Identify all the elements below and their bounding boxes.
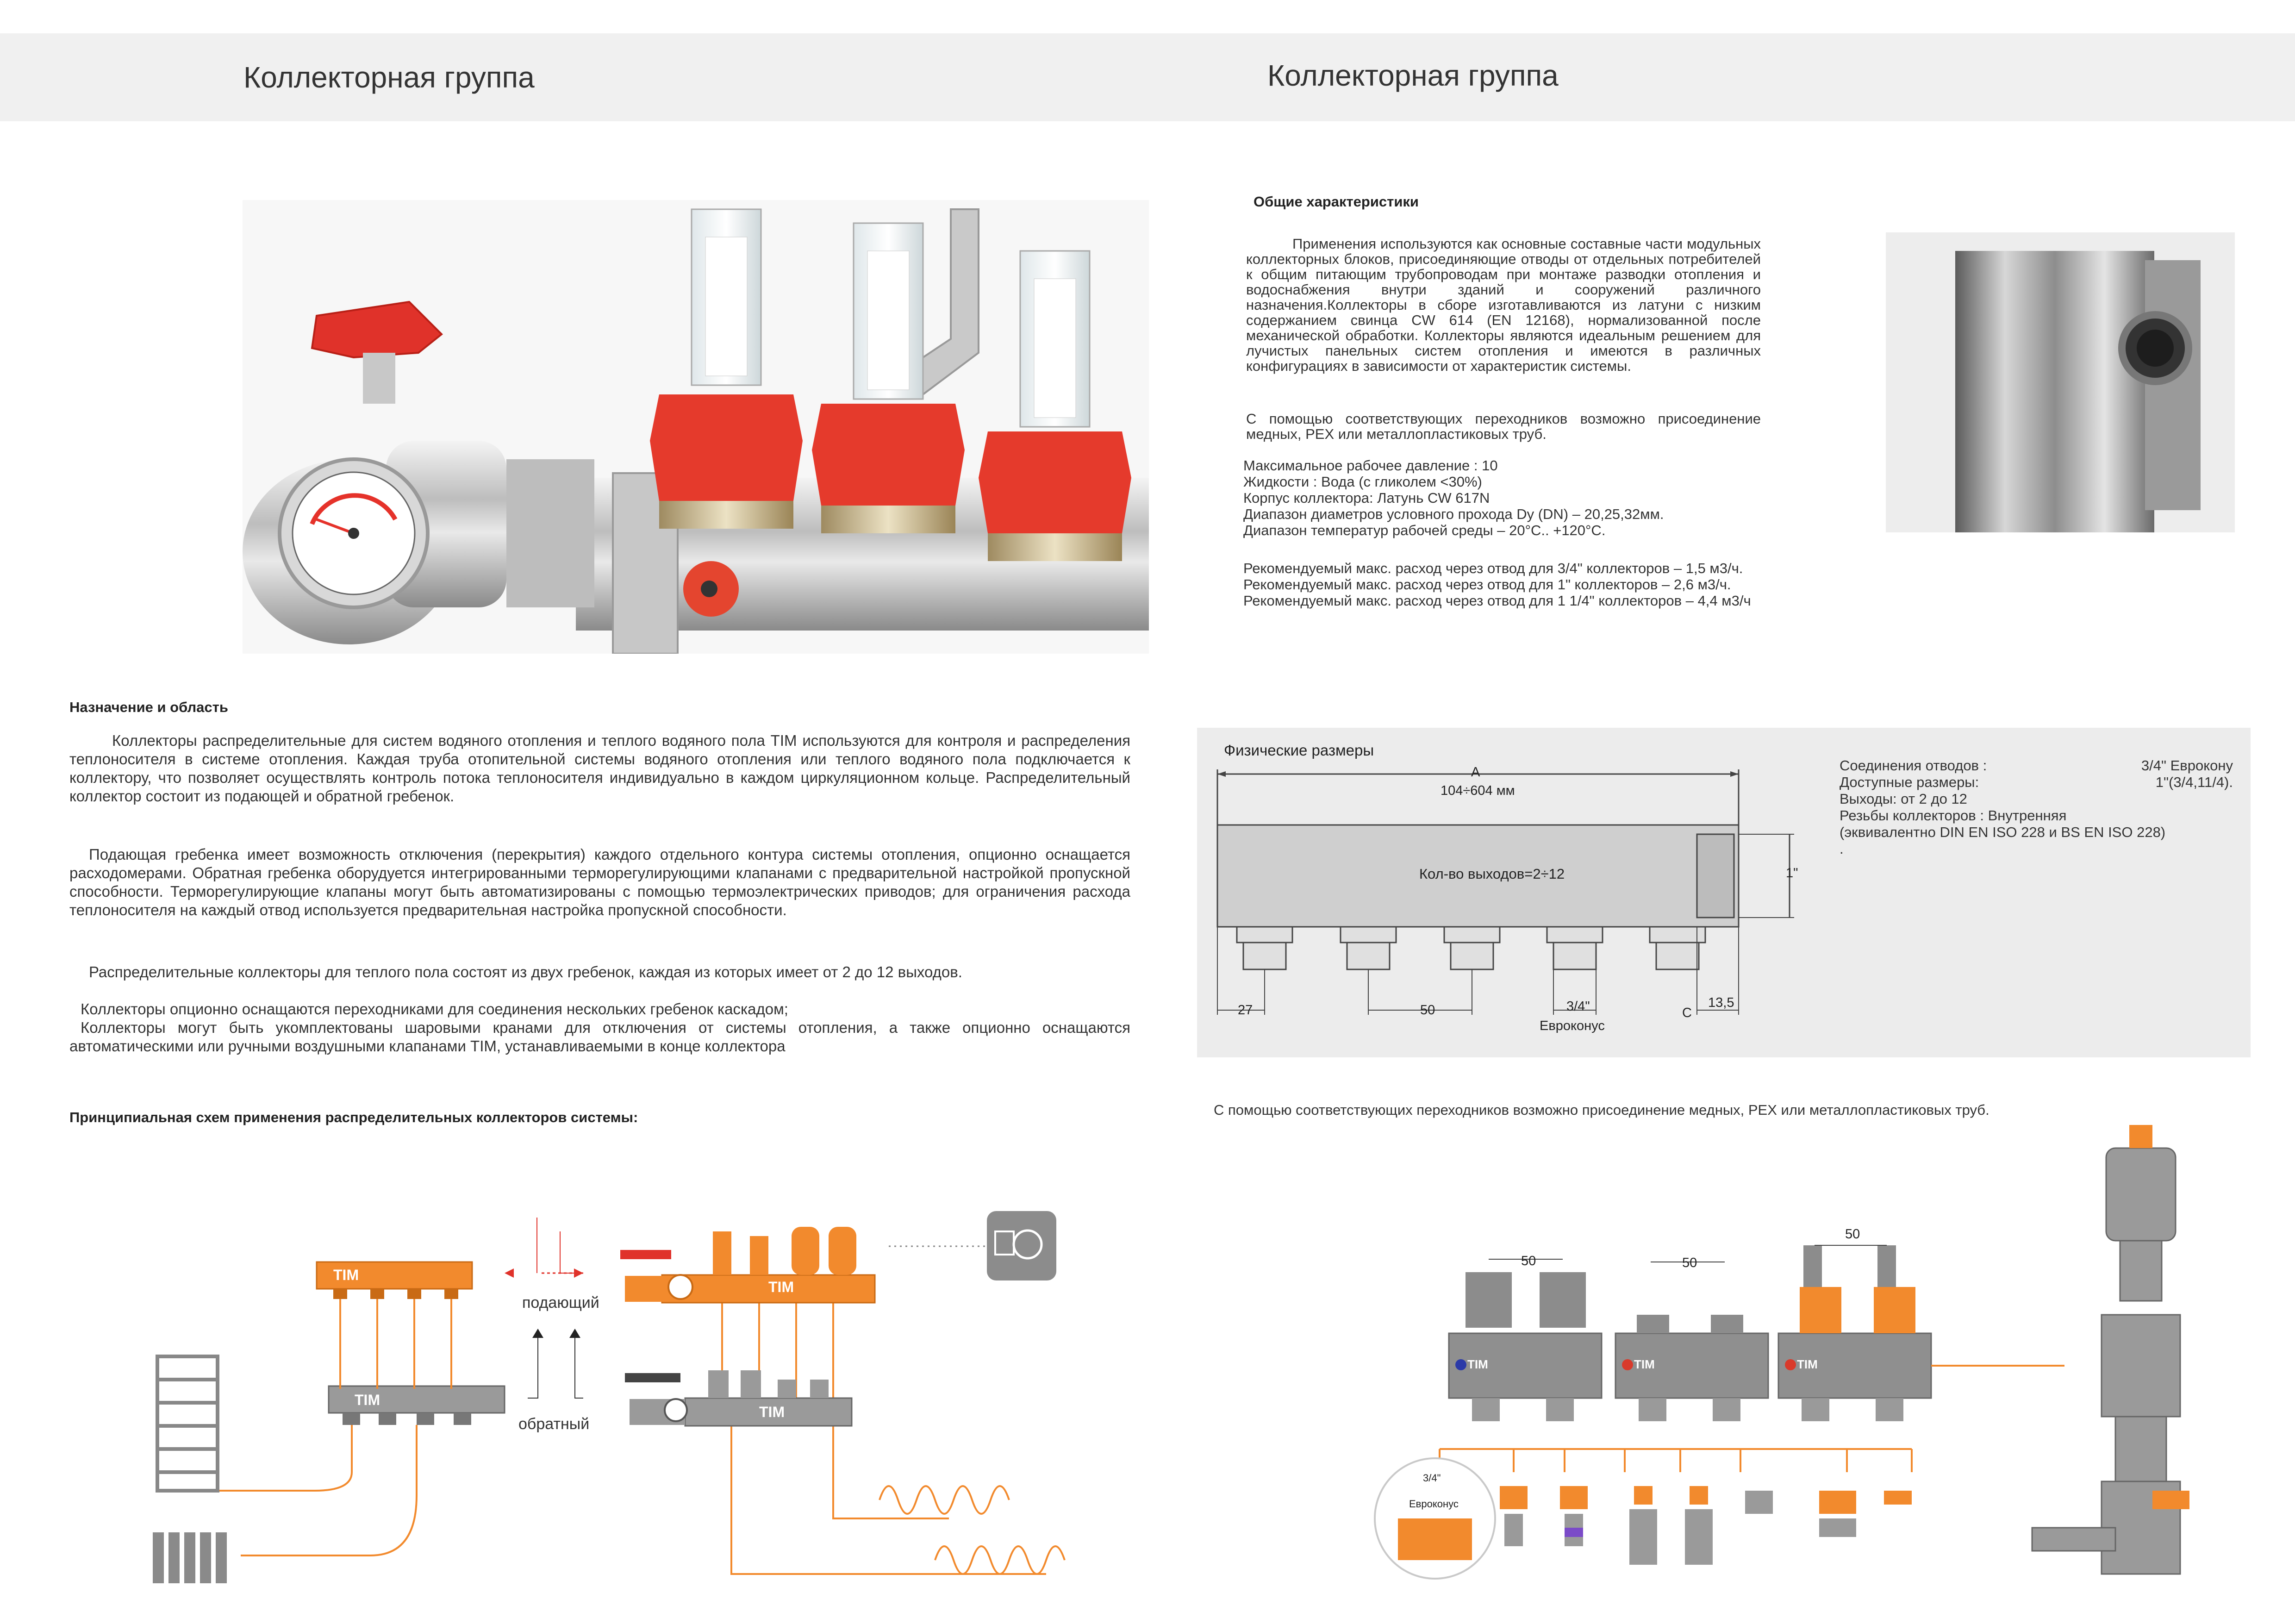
scheme-tim-supply: TIM: [768, 1279, 794, 1295]
spec-list: Максимальное рабочее давление : 10 Жидко…: [1243, 457, 1664, 538]
page-title-right: Коллекторная группа: [1267, 59, 1559, 92]
rd-50-a: 50: [1521, 1254, 1536, 1268]
purpose-p4: Коллекторы опционно оснащаются переходни…: [81, 1000, 788, 1018]
flow-34: Рекомендуемый макс. расход через отвод д…: [1243, 560, 1743, 576]
scheme-heading: Принципиальная схем применения распредел…: [69, 1109, 638, 1125]
dim-135: 13,5: [1708, 995, 1734, 1010]
spec-diameters: Диапазон диаметров условного прохода Dy …: [1243, 506, 1664, 522]
general-paragraph-2: С помощью соответствующих переходников в…: [1246, 411, 1761, 442]
rd-tim-2: TIM: [1634, 1357, 1655, 1371]
scheme-return-label: обратный: [518, 1415, 590, 1433]
scheme-tim-gray: TIM: [355, 1392, 380, 1408]
rd-34: 3/4": [1423, 1472, 1441, 1484]
dim-range-a: 104÷604 мм: [1441, 783, 1515, 798]
scheme-tim-return: TIM: [759, 1404, 785, 1420]
flow-114: Рекомендуемый макс. расход через отвод д…: [1243, 593, 1751, 609]
page-title-left: Коллекторная группа: [243, 61, 535, 94]
info-sizes-key: Доступные размеры:: [1840, 774, 1979, 790]
spec-temperature: Диапазон температур рабочей среды – 20°С…: [1243, 522, 1606, 538]
dimensions-info: Соединения отводов : 3/4" Еврокону Досту…: [1840, 757, 2233, 857]
manifold-bar-photo: [1886, 232, 2235, 532]
dim-outlets: Кол-во выходов=2÷12: [1419, 866, 1565, 882]
purpose-p5: Коллекторы могут быть укомплектованы шар…: [69, 1019, 1130, 1055]
general-heading: Общие характеристики: [1254, 194, 1419, 210]
adapters-note: С помощью соответствующих переходников в…: [1214, 1102, 1989, 1118]
rd-50-b: 50: [1682, 1255, 1697, 1270]
info-threads: Резьбы коллекторов : Внутренняя: [1840, 807, 2067, 824]
dim-50: 50: [1420, 1003, 1435, 1018]
info-connections-key: Соединения отводов :: [1840, 757, 1987, 774]
dim-eurocone: Евроконус: [1540, 1018, 1605, 1033]
info-connections-val: 3/4" Еврокону: [2141, 757, 2233, 774]
dimension-drawing: [1197, 728, 2251, 1057]
dim-27: 27: [1238, 1003, 1253, 1018]
rd-tim-1: TIM: [1467, 1357, 1488, 1371]
scheme-supply-label: подающий: [522, 1294, 599, 1312]
rd-tim-3: TIM: [1797, 1357, 1818, 1371]
info-sizes-val: 1"(3/4,11/4).: [2155, 774, 2233, 790]
flow-list: Рекомендуемый макс. расход через отвод д…: [1243, 560, 1751, 609]
scheme-tim-top: TIM: [333, 1267, 359, 1283]
spec-body: Корпус коллектора: Латунь CW 617N: [1243, 490, 1490, 506]
purpose-p1: Коллекторы распределительные для систем …: [69, 732, 1130, 805]
info-outlets: Выходы: от 2 до 12: [1840, 791, 1967, 807]
purpose-p3: Распределительные коллекторы для теплого…: [89, 963, 962, 981]
header-band: [0, 33, 2295, 121]
info-dot: .: [1840, 841, 1844, 857]
flow-1: Рекомендуемый макс. расход через отвод д…: [1243, 576, 1731, 593]
dimensions-title: Физические размеры: [1224, 742, 1374, 759]
dim-34: 3/4": [1566, 999, 1590, 1014]
scheme-diagram: [139, 1194, 1102, 1593]
spec-pressure: Максимальное рабочее давление : 10: [1243, 457, 1498, 474]
manifold-photo: [243, 200, 1149, 655]
spec-fluids: Жидкости : Вода (с гликолем <30%): [1243, 474, 1482, 490]
dim-c: C: [1682, 1006, 1692, 1020]
rd-50-c: 50: [1845, 1227, 1860, 1242]
adapters-diagram: [1356, 1111, 2282, 1611]
rd-eurocone: Евроконус: [1409, 1498, 1459, 1510]
purpose-p2: Подающая гребенка имеет возможность откл…: [69, 846, 1130, 918]
purpose-heading: Назначение и область: [69, 699, 228, 715]
info-standard: (эквивалентно DIN EN ISO 228 и BS EN ISO…: [1840, 824, 2166, 840]
dim-label-a: A: [1471, 765, 1480, 780]
general-paragraph: Применения используются как основные сос…: [1246, 236, 1761, 374]
dim-one-inch: 1": [1786, 866, 1798, 881]
